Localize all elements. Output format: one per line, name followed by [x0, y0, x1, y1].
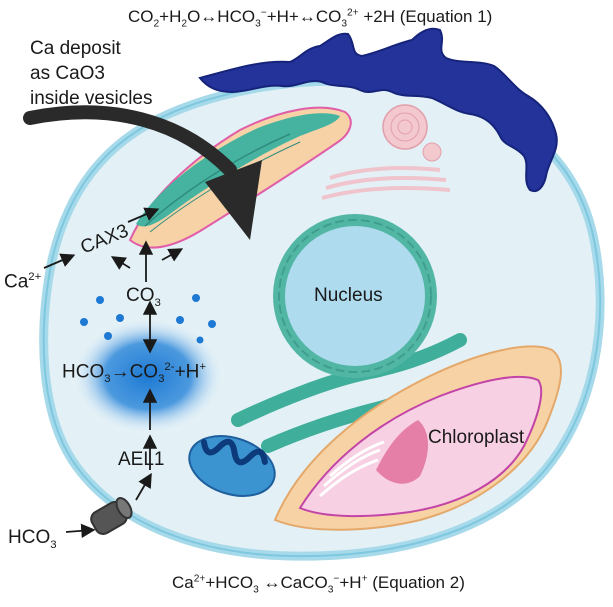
carbonate-text: CO	[126, 285, 155, 306]
reaction-h: +H	[174, 361, 200, 383]
calcium-ion-label: Ca2+	[4, 271, 42, 293]
equation-2: Ca2++HCO3 ↔CaCO3−+H+ (Equation 2)	[172, 574, 465, 596]
eq2-caco3-sub: 3	[327, 584, 334, 596]
eq1-h2o-sub: 2	[181, 18, 188, 30]
eq2-hco3-sub: 3	[253, 584, 259, 596]
annotation-line-2: as CaO3	[30, 63, 105, 84]
chloroplast	[273, 345, 562, 531]
eq1-co3-sub: 3	[341, 18, 347, 30]
annotation-line-1: Ca deposit	[30, 38, 121, 59]
eq1-h2o: +H	[159, 7, 182, 26]
carbonate-sub: 3	[154, 296, 161, 309]
eq2-hco3: +HCO	[205, 573, 254, 592]
golgi-apparatus	[321, 104, 451, 200]
eq1-co3-sup: 2+	[347, 7, 359, 19]
deposit-arrow	[23, 105, 237, 177]
eq1-co2: CO	[128, 7, 154, 26]
reaction-co3: →CO	[110, 361, 159, 383]
eq2-caco3: ↔CaCO	[258, 573, 328, 592]
mitochondrion	[188, 435, 276, 497]
deposit-annotation: Ca deposit as CaO3 inside vesicles	[30, 36, 153, 111]
eq1-tail: +2H (Equation 1)	[358, 7, 493, 26]
eq1-co2-sub: 2	[153, 18, 160, 30]
bicarbonate-outside-label: HCO3	[8, 528, 57, 551]
chloroplast-label: Chloroplast	[428, 427, 525, 448]
equation-1: CO2+H2O↔HCO3−+H+↔CO32+ +2H (Equation 1)	[128, 8, 492, 30]
eq2-h: +H	[339, 573, 362, 592]
eq2-h-sup: +	[361, 573, 368, 585]
bicarbonate-glow	[70, 316, 226, 436]
blue-membrane-structure	[198, 27, 558, 192]
eq2-tail: (Equation 2)	[367, 573, 465, 592]
reaction-h-sup: +	[199, 361, 207, 373]
deposit-arrowhead	[205, 160, 262, 240]
carbonate-dots	[80, 294, 216, 344]
eq2-caco3-sup: −	[333, 573, 340, 585]
calcium-ion-text: Ca	[4, 271, 29, 293]
carbonate-label: CO3	[126, 286, 161, 309]
annotation-line-3: inside vesicles	[30, 88, 153, 109]
bicarbonate-outside-text: HCO	[8, 527, 51, 548]
pathway-arrows	[43, 207, 184, 539]
eq1-hco3-sub: 3	[255, 18, 261, 30]
calcium-ion-charge: 2+	[28, 271, 42, 283]
bicarbonate-outside-sub: 3	[50, 538, 57, 551]
reaction-co3-sup: 2-	[164, 361, 175, 373]
ael1-label: AEL1	[118, 449, 165, 470]
eq2-ca: Ca	[172, 573, 194, 592]
bicarbonate-reaction: HCO3→CO32-+H+	[62, 361, 207, 386]
nucleus-label: Nucleus	[314, 285, 383, 306]
eq1-hco3-sup: −	[260, 7, 267, 19]
eq1-co3: +H+↔CO	[266, 7, 342, 26]
eq2-ca-sup: 2+	[193, 573, 206, 585]
eq1-hco3: O↔HCO	[187, 7, 256, 26]
nucleus	[273, 214, 437, 378]
reaction-hco3-sub: 3	[104, 373, 111, 386]
reaction-hco3: HCO	[62, 361, 105, 383]
reaction-co3-sub: 3	[158, 373, 165, 386]
bicarbonate-transporter	[90, 497, 133, 535]
